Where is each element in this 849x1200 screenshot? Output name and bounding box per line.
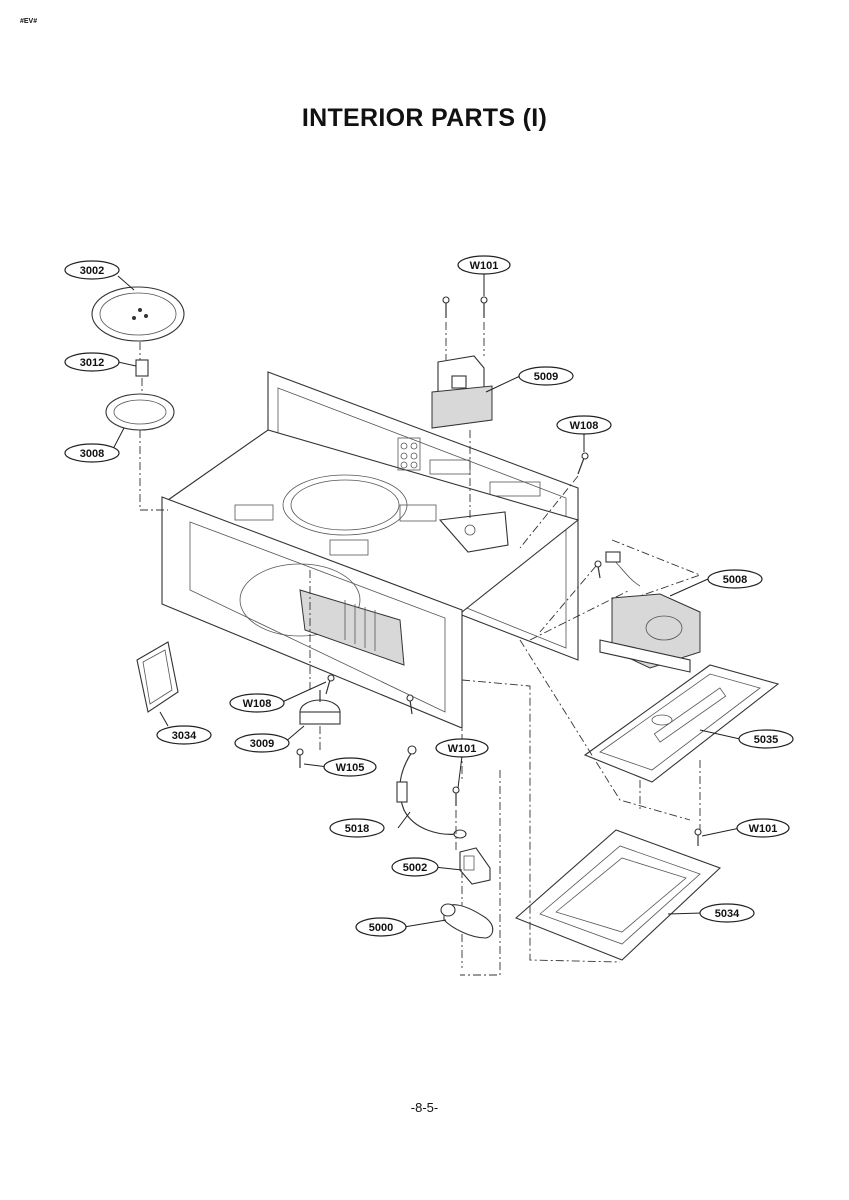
callout-5008-label: 5008 xyxy=(723,574,747,586)
callout-3009-label: 3009 xyxy=(250,738,274,750)
callout-w101-center: W101 xyxy=(435,738,489,758)
callout-w108-right-label: W108 xyxy=(570,420,599,432)
corner-tag: #EV# xyxy=(20,18,38,25)
lead-wire-5018 xyxy=(396,745,467,839)
screw-w105 xyxy=(296,748,304,768)
roller-ring-3008 xyxy=(105,393,175,431)
callout-w101-center-label: W101 xyxy=(448,743,477,755)
callout-5009-label: 5009 xyxy=(534,371,558,383)
base-plate-5035 xyxy=(583,664,780,783)
cover-5034 xyxy=(514,829,722,961)
screw-w101-right xyxy=(694,828,702,846)
callout-5018-label: 5018 xyxy=(345,823,369,835)
callout-5035: 5035 xyxy=(738,729,794,749)
screws-w101-top xyxy=(442,296,488,318)
callout-5002: 5002 xyxy=(391,857,439,877)
callout-3012: 3012 xyxy=(64,352,120,372)
callout-w108-left-label: W108 xyxy=(243,698,272,710)
callout-5000: 5000 xyxy=(355,917,407,937)
callout-3008: 3008 xyxy=(64,443,120,463)
callout-5008: 5008 xyxy=(707,569,763,589)
bracket-5002 xyxy=(459,847,491,885)
callout-5000-label: 5000 xyxy=(369,922,393,934)
callout-3034: 3034 xyxy=(156,725,212,745)
callout-w108-right: W108 xyxy=(556,415,612,435)
callout-3009: 3009 xyxy=(234,733,290,753)
screw-w101-center xyxy=(452,786,460,806)
callout-5034-label: 5034 xyxy=(715,908,740,920)
gasket-3034 xyxy=(136,641,179,713)
screw-near-frame xyxy=(406,694,414,715)
callout-3012-label: 3012 xyxy=(80,357,104,369)
callout-3002-label: 3002 xyxy=(80,265,104,277)
screw-w108-right xyxy=(577,452,589,475)
lamp-5000 xyxy=(440,903,494,939)
page-number: -8-5- xyxy=(410,1100,439,1115)
callout-3002: 3002 xyxy=(64,260,120,280)
callout-3008-label: 3008 xyxy=(80,448,104,460)
transformer-5008 xyxy=(599,551,701,673)
callout-w105: W105 xyxy=(323,757,377,777)
motor-3009 xyxy=(299,690,341,725)
callout-w101-right-label: W101 xyxy=(749,823,778,835)
callout-5035-label: 5035 xyxy=(754,734,778,746)
callout-5018: 5018 xyxy=(329,818,385,838)
callout-w105-label: W105 xyxy=(336,762,365,774)
callout-w101-right: W101 xyxy=(736,818,790,838)
callout-w108-left: W108 xyxy=(229,693,285,713)
callout-w101-top-label: W101 xyxy=(470,260,499,272)
callout-w101-top: W101 xyxy=(457,255,511,275)
coupler-3012 xyxy=(135,359,149,377)
magnetron-5009 xyxy=(431,355,493,429)
screw-w108-left xyxy=(325,674,335,695)
cavity-assembly xyxy=(161,371,580,729)
page-title: INTERIOR PARTS (I) xyxy=(301,104,548,132)
callout-5034: 5034 xyxy=(699,903,755,923)
turntable-tray-3002 xyxy=(91,286,185,342)
callout-5002-label: 5002 xyxy=(403,862,427,874)
callout-3034-label: 3034 xyxy=(172,730,197,742)
callout-5009: 5009 xyxy=(518,366,574,386)
